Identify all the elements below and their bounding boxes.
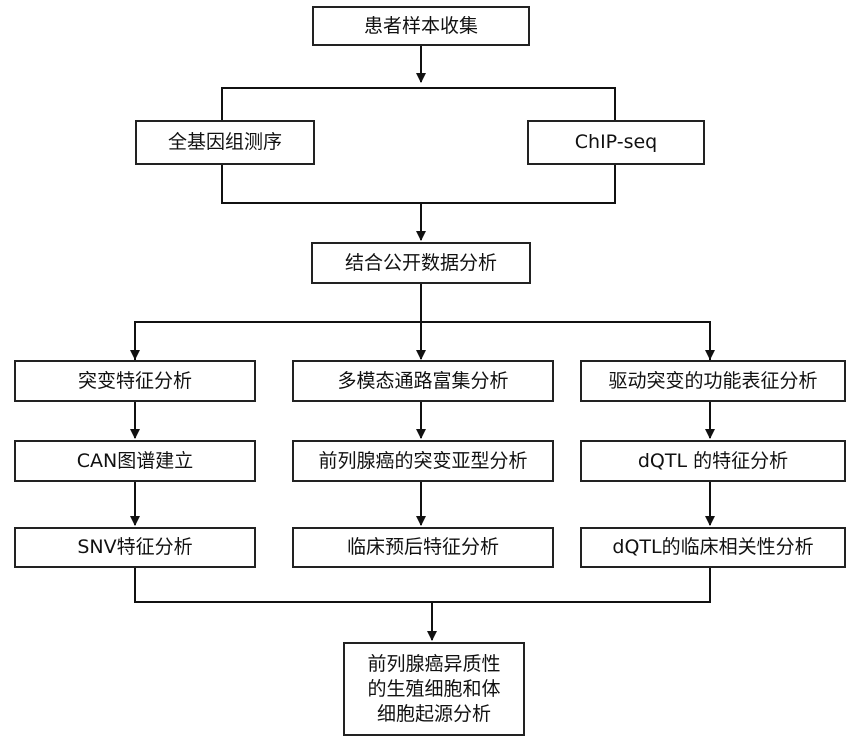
node-prognosis: 临床预后特征分析	[292, 527, 554, 568]
node-final: 前列腺癌异质性 的生殖细胞和体 细胞起源分析	[343, 642, 525, 736]
split-to-wgs-chip	[221, 87, 616, 120]
node-dqtl: dQTL 的特征分析	[580, 440, 846, 482]
node-chip: ChIP-seq	[527, 120, 705, 165]
node-dqtl-clinical: dQTL的临床相关性分析	[580, 527, 846, 568]
node-final-line-3: 细胞起源分析	[376, 702, 491, 725]
node-collect: 患者样本收集	[312, 6, 530, 46]
node-snv: SNV特征分析	[14, 527, 256, 568]
node-wgs: 全基因组测序	[135, 120, 315, 165]
node-final-line-2: 的生殖细胞和体	[367, 677, 501, 700]
node-can: CAN图谱建立	[14, 440, 256, 482]
node-combine: 结合公开数据分析	[311, 242, 531, 284]
node-multimodal: 多模态通路富集分析	[292, 360, 554, 402]
merge-from-wgs-chip	[221, 165, 616, 204]
node-mutation: 突变特征分析	[14, 360, 256, 402]
node-final-line-1: 前列腺癌异质性	[367, 652, 501, 675]
node-subtype: 前列腺癌的突变亚型分析	[292, 440, 554, 482]
branch-bar	[134, 321, 711, 360]
merge-bottom	[134, 568, 711, 603]
node-driver: 驱动突变的功能表征分析	[580, 360, 846, 402]
